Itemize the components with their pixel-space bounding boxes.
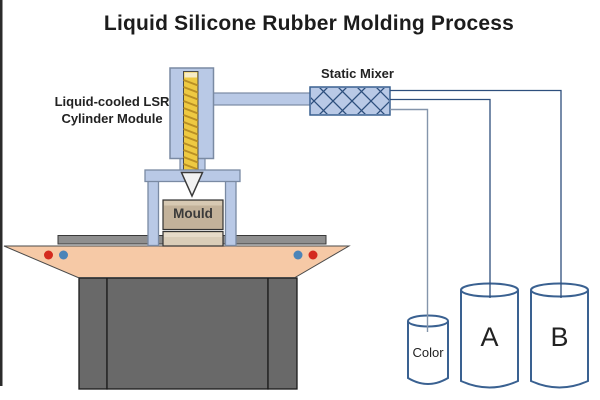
cylinder-b-label: B — [550, 322, 569, 352]
indicator-dot-red-left — [44, 250, 53, 260]
supply-line-b — [390, 89, 562, 298]
press-base — [78, 277, 298, 390]
cylinder-a-label: A — [480, 322, 499, 352]
screw-cap — [184, 72, 197, 78]
cylinder-module-label-line1: Liquid-cooled LSR — [54, 94, 170, 109]
mould-top-highlight — [164, 201, 222, 206]
diagram-title: Liquid Silicone Rubber Molding Process — [103, 12, 515, 35]
screw-threads — [183, 79, 199, 171]
supply-line-a — [390, 98, 491, 298]
cylinder-module-label: Liquid-cooled LSR Cylinder Module — [37, 94, 187, 128]
page-border-left — [0, 0, 3, 386]
cylinder-module-label-line2: Cylinder Module — [61, 110, 163, 126]
static-mixer-body — [309, 86, 391, 116]
color-cylinder-label: Color — [412, 345, 444, 360]
gantry-right-leg — [224, 177, 237, 247]
mould-label: Mould — [173, 206, 213, 221]
supply-line-color — [390, 108, 429, 332]
feed-pipe — [210, 92, 312, 106]
static-mixer-label: Static Mixer — [321, 66, 394, 81]
injection-nozzle — [180, 171, 204, 198]
indicator-dot-blue-left — [59, 250, 68, 260]
cylinder-b — [530, 282, 589, 389]
mould-bottom-highlight — [164, 233, 222, 237]
indicator-dot-blue-right — [293, 250, 303, 260]
gantry-left-leg — [147, 177, 160, 247]
static-mixer-hatch — [311, 88, 389, 114]
indicator-dot-red-right — [308, 250, 318, 260]
